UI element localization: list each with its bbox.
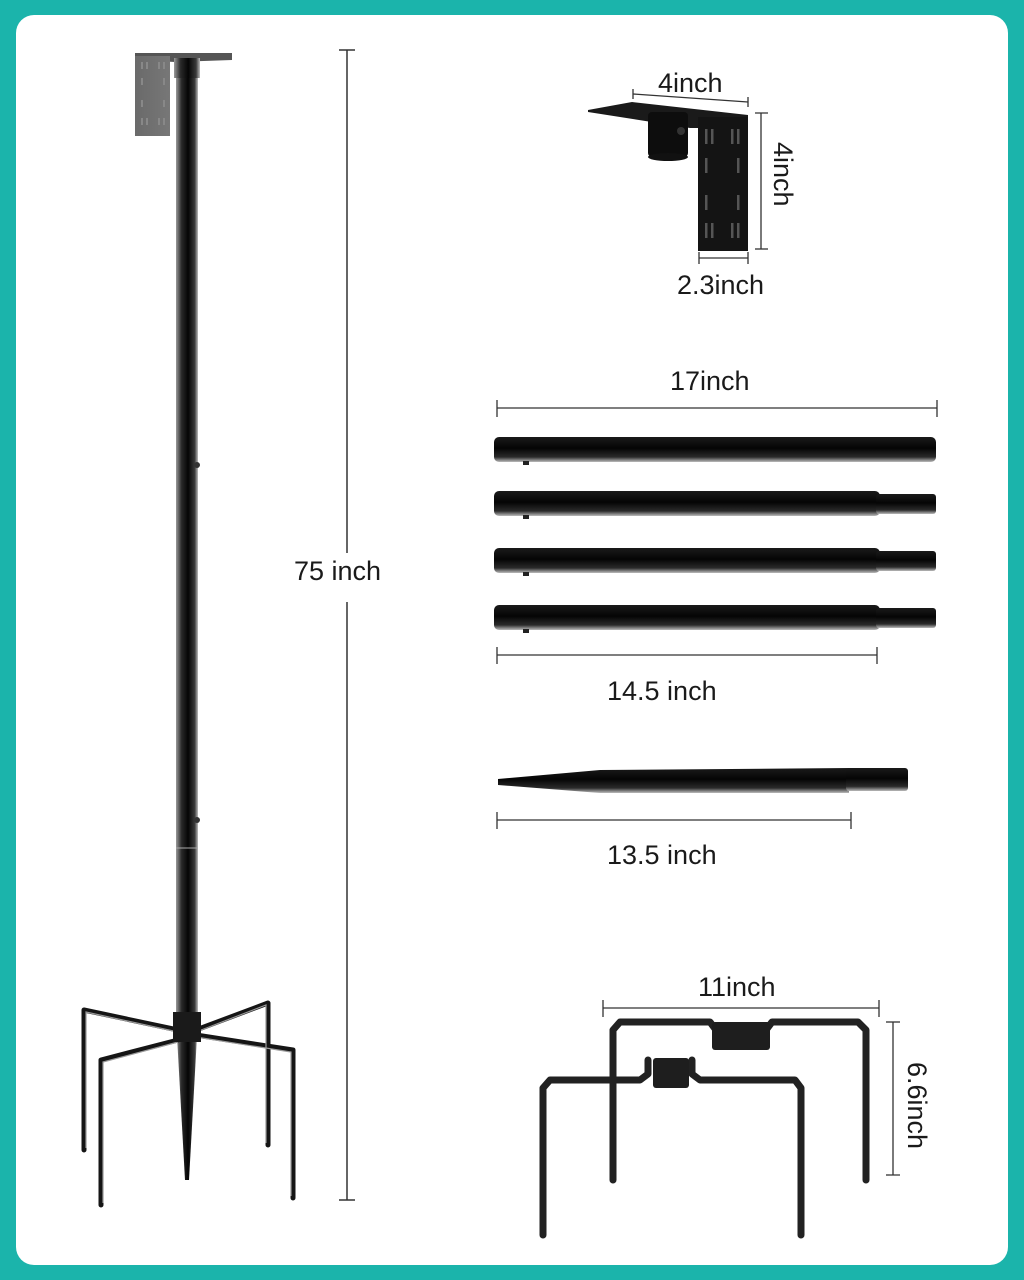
bracket-dimension-lines bbox=[632, 89, 768, 264]
product-illustration bbox=[81, 49, 938, 1239]
pole-total-length-label: 17inch bbox=[670, 366, 750, 396]
assembled-stand bbox=[81, 53, 296, 1208]
bracket-plate-width-label: 2.3inch bbox=[677, 270, 765, 300]
stake-dimension-lines bbox=[602, 1000, 900, 1176]
stake-height-label: 6.6inch bbox=[902, 1062, 932, 1150]
front-stake bbox=[539, 1056, 805, 1239]
extension-pole-4 bbox=[494, 605, 936, 633]
extension-pole-2 bbox=[494, 491, 936, 519]
extension-pole-1 bbox=[494, 437, 936, 465]
pole-total-dimension-line bbox=[496, 400, 938, 417]
product-frame: 75 inch 4inch 4inch 2.3inch 17inch 14.5 … bbox=[16, 15, 1008, 1265]
ground-spike-piece bbox=[498, 768, 908, 793]
extension-pole-3 bbox=[494, 548, 936, 576]
pole-body-dimension-line bbox=[496, 647, 878, 664]
stake-width-label: 11inch bbox=[698, 972, 776, 1002]
main-pole bbox=[176, 58, 198, 1018]
base-legs bbox=[81, 1000, 296, 1208]
bracket-width-label: 4inch bbox=[658, 68, 723, 98]
bracket-detail bbox=[588, 102, 748, 251]
rear-stake-collar bbox=[712, 1022, 770, 1050]
spike-dimension-line bbox=[496, 812, 852, 829]
spike-length-label: 13.5 inch bbox=[607, 840, 717, 870]
pole-body-length-label: 14.5 inch bbox=[607, 676, 717, 706]
main-pole-spike bbox=[176, 1018, 198, 1180]
front-stake-collar bbox=[653, 1058, 689, 1088]
bracket-height-label: 4inch bbox=[768, 142, 798, 207]
stand-height-label: 75 inch bbox=[294, 556, 382, 586]
height-dimension-line bbox=[339, 49, 355, 1201]
